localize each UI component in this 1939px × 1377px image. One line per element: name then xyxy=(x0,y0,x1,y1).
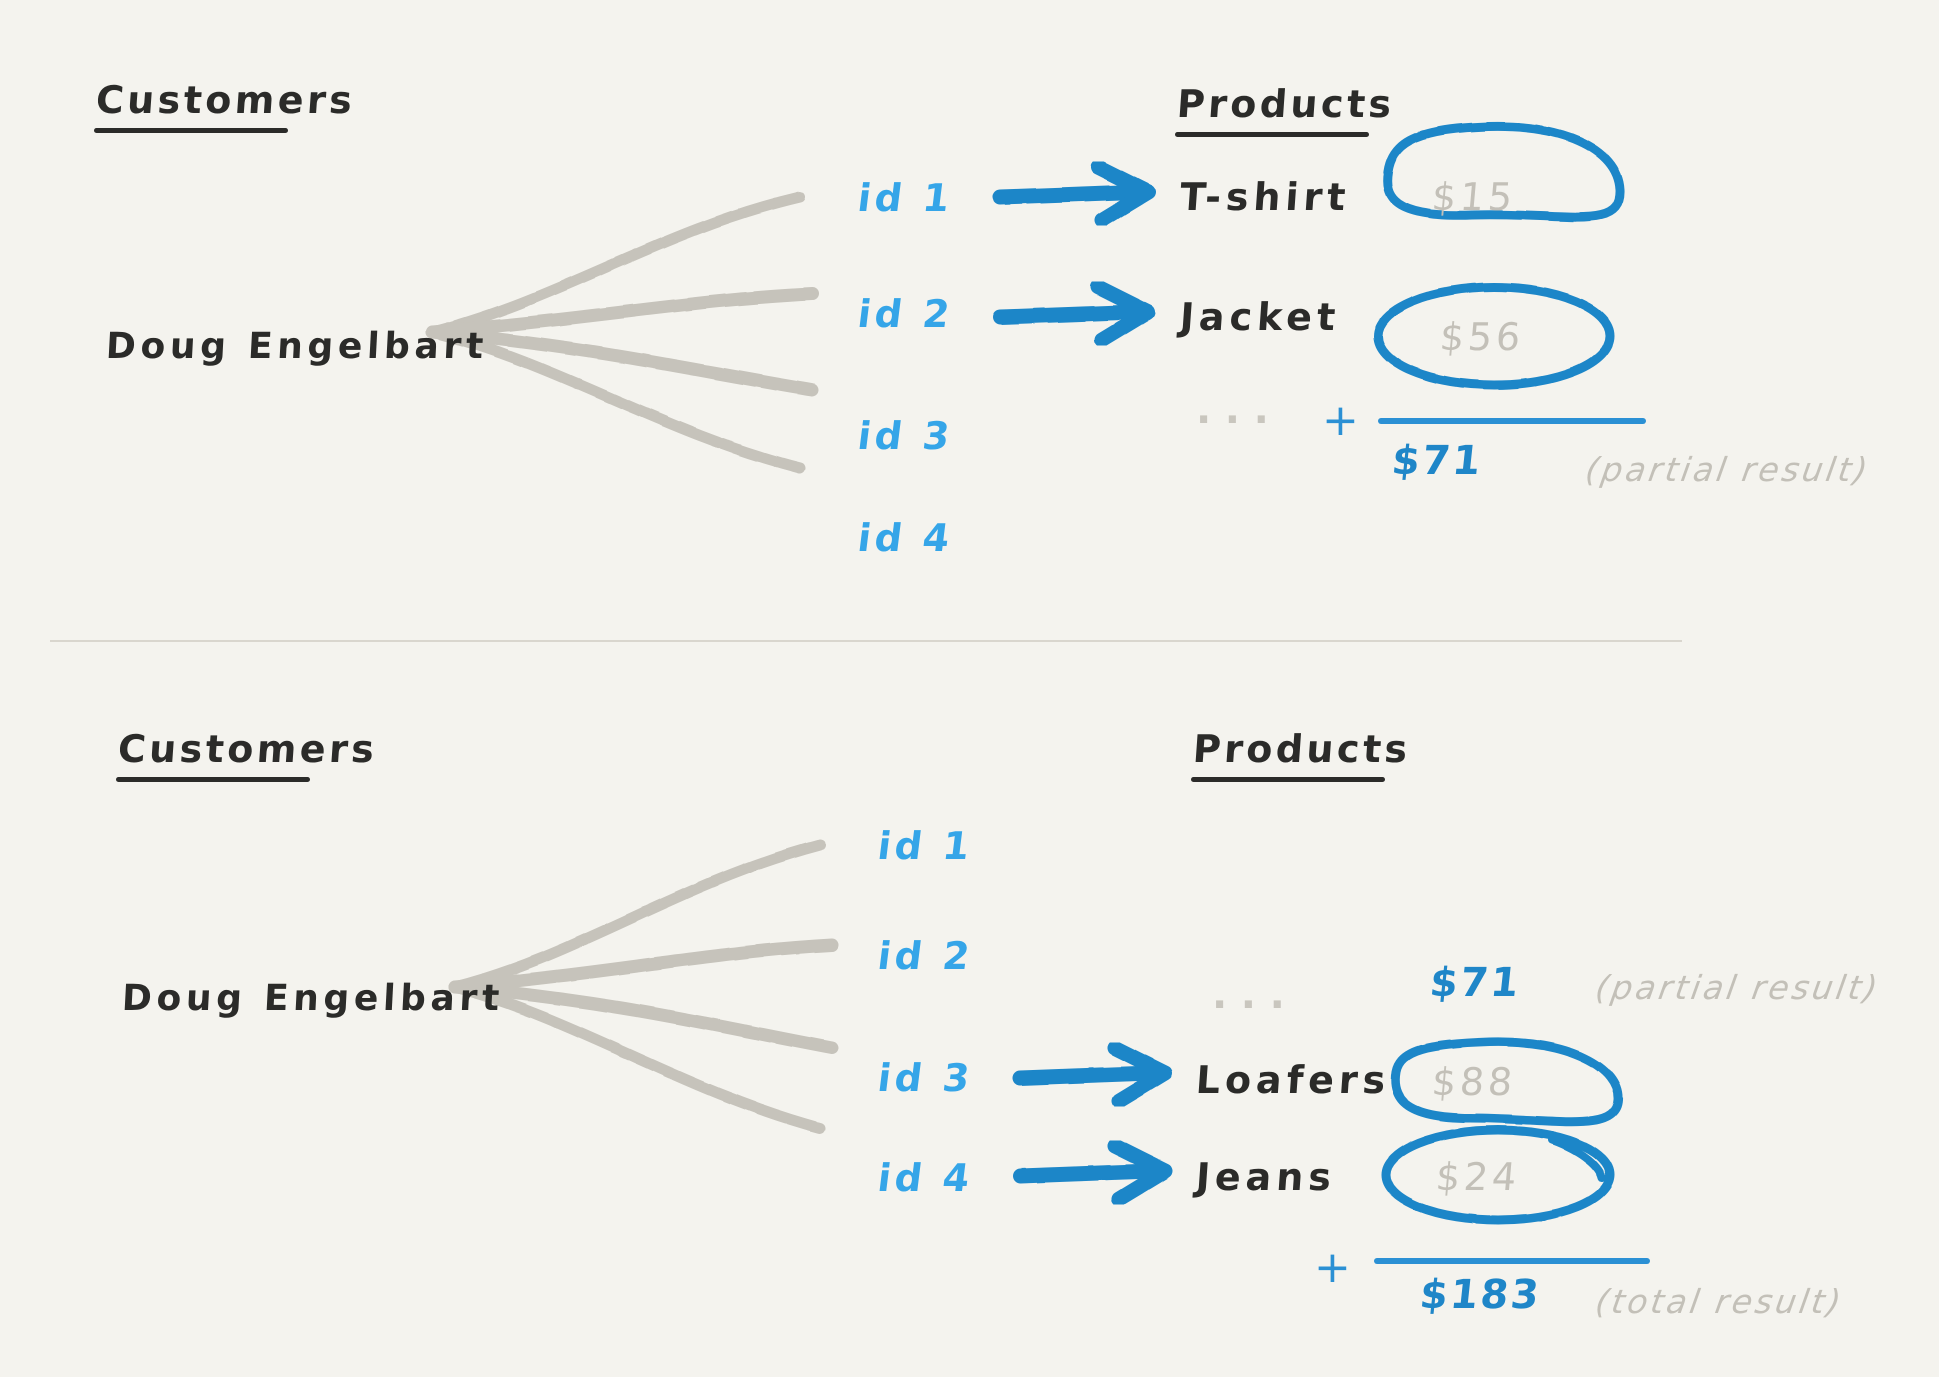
products-heading-bottom: Products xyxy=(1191,727,1413,771)
sum-rule-bottom xyxy=(1374,1258,1650,1264)
customers-heading-underline-bottom xyxy=(116,777,310,782)
customers-heading-top: Customers xyxy=(94,78,357,122)
price-label-loafers: $88 xyxy=(1430,1060,1518,1104)
result-value-top: $71 xyxy=(1389,438,1486,484)
products-heading-underline-bottom xyxy=(1191,777,1385,782)
products-heading-underline-top xyxy=(1175,132,1369,137)
fan-lines-top xyxy=(425,191,819,474)
carried-value-bottom: $71 xyxy=(1427,960,1524,1006)
fan-lines-bottom xyxy=(448,839,839,1134)
ellipsis-bottom: ... xyxy=(1212,972,1299,1018)
id-label-bottom-4[interactable]: id 4 xyxy=(875,1156,976,1200)
id-label-top-4[interactable]: id 4 xyxy=(855,516,956,560)
ellipsis-top: ... xyxy=(1196,387,1283,433)
id-label-bottom-2[interactable]: id 2 xyxy=(875,934,976,978)
customer-name-bottom: Doug Engelbart xyxy=(120,978,505,1019)
id-label-bottom-1[interactable]: id 1 xyxy=(875,824,976,868)
result-note-top: (partial result) xyxy=(1582,450,1874,489)
arrow-to-jeans xyxy=(1012,1138,1173,1207)
price-label-jacket: $56 xyxy=(1438,315,1526,359)
product-label-jacket: Jacket xyxy=(1178,295,1342,339)
carried-note-bottom: (partial result) xyxy=(1592,968,1884,1007)
id-label-bottom-3[interactable]: id 3 xyxy=(875,1056,976,1100)
id-label-top-3[interactable]: id 3 xyxy=(855,414,956,458)
product-label-jeans: Jeans xyxy=(1194,1155,1338,1199)
id-label-top-2[interactable]: id 2 xyxy=(855,292,956,336)
product-label-tshirt: T-shirt xyxy=(1178,175,1352,219)
product-label-loafers: Loafers xyxy=(1194,1058,1392,1102)
price-label-tshirt: $15 xyxy=(1430,175,1518,219)
customers-heading-underline-top xyxy=(94,128,288,133)
panel-divider xyxy=(50,640,1682,642)
plus-sign-top: + xyxy=(1322,395,1362,446)
arrow-to-loafers xyxy=(1012,1040,1173,1109)
sum-rule-top xyxy=(1378,418,1646,424)
result-note-bottom: (total result) xyxy=(1592,1282,1847,1321)
customer-name-top: Doug Engelbart xyxy=(104,326,489,367)
id-label-top-1[interactable]: id 1 xyxy=(855,176,956,220)
price-label-jeans: $24 xyxy=(1434,1155,1522,1199)
arrow-to-tshirt xyxy=(992,159,1156,228)
arrow-to-jacket xyxy=(992,279,1156,348)
plus-sign-bottom: + xyxy=(1314,1242,1354,1293)
customers-heading-bottom: Customers xyxy=(116,727,379,771)
result-value-bottom: $183 xyxy=(1417,1272,1544,1318)
products-heading-top: Products xyxy=(1175,82,1397,126)
